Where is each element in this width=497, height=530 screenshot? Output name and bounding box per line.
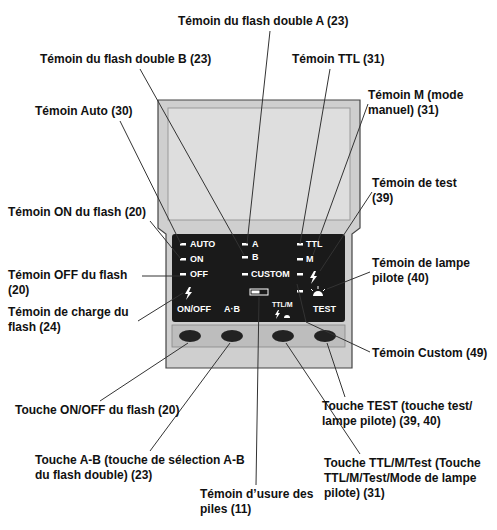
panel-marking: TTL/M [272, 301, 293, 308]
panel-marking: TTL [306, 240, 323, 249]
callout-label: Témoin OFF du flash (20) [8, 268, 140, 298]
callout-label: Témoin de lampe pilote (40) [372, 256, 484, 286]
panel-marking: AUTO [190, 240, 215, 249]
callout-label: Témoin Custom (49) [372, 346, 487, 361]
panel-marking: OFF [190, 270, 208, 279]
panel-marking: M [306, 255, 314, 264]
callout-label: Touche ON/OFF du flash (20) [15, 403, 179, 418]
callout-label: Témoin de charge du flash (24) [8, 305, 146, 335]
callout-label: Touche TTL/M/Test (Touche TTL/M/Test/Mod… [324, 456, 492, 501]
callout-label: Témoin d’usure des piles (11) [200, 487, 320, 517]
panel-marking: CUSTOM [251, 270, 290, 279]
callout-label: Témoin ON du flash (20) [8, 205, 146, 220]
panel-marking: B [252, 253, 259, 262]
callout-label: Témoin M (mode manuel) (31) [368, 88, 488, 118]
callout-label: Témoin TTL (31) [292, 52, 384, 67]
callout-label: Témoin de test (39) [372, 176, 472, 206]
panel-marking: ON/OFF [177, 305, 211, 314]
callout-label: Témoin Auto (30) [35, 104, 133, 119]
callout-label: Témoin du flash double B (23) [40, 52, 211, 67]
callout-label: Touche A-B (touche de sélection A-B du f… [35, 453, 247, 483]
panel-marking: A·B [224, 305, 240, 314]
panel-marking: A [252, 240, 259, 249]
callout-label: Touche TEST (touche test/ lampe pilote) … [322, 399, 492, 429]
callout-label: Témoin du flash double A (23) [178, 14, 348, 29]
panel-marking: ON [190, 255, 204, 264]
panel-marking: TEST [313, 305, 336, 314]
